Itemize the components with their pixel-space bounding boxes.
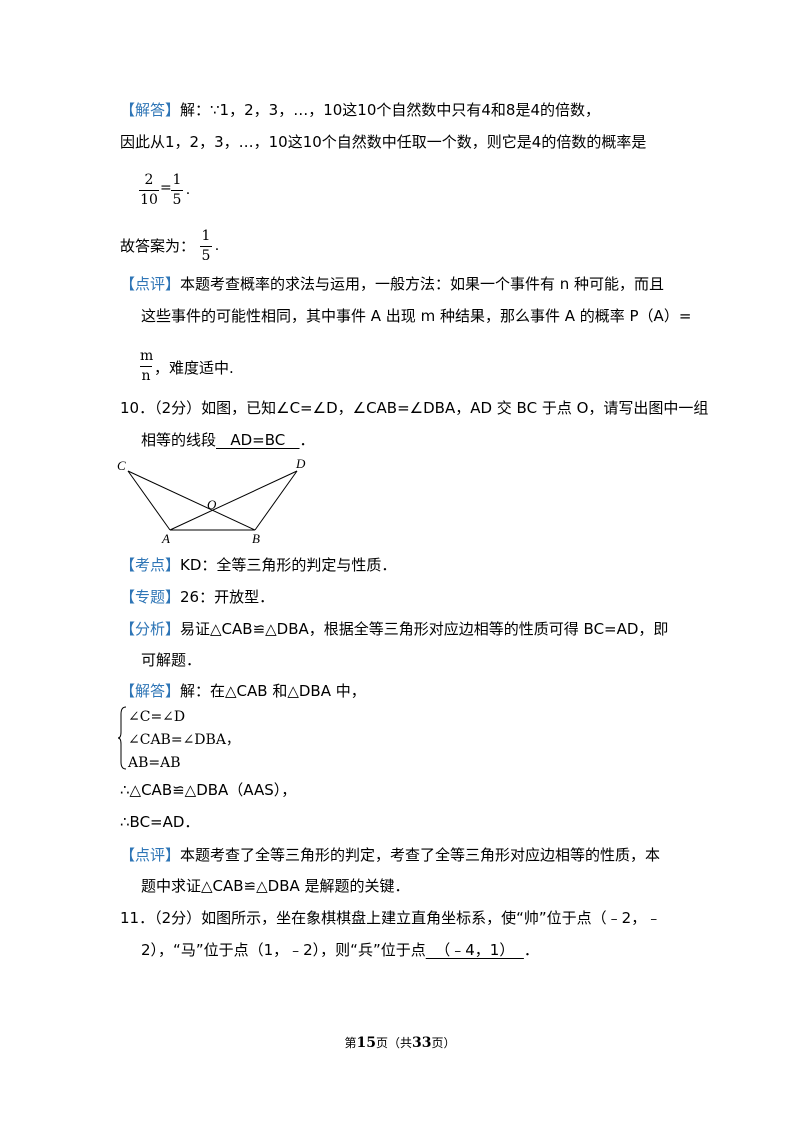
segment-BD — [254, 470, 298, 531]
q9-result-prefix: 故答案为： — [120, 237, 196, 255]
q10-figure: C D O A B — [117, 456, 306, 545]
fraction-bar — [139, 190, 159, 191]
label-O: O — [207, 497, 217, 512]
page-footer: 第15页（共33页） — [344, 1035, 456, 1051]
q11-answer: （﹣4，1） — [425, 941, 524, 959]
zhuanti-tag: 【专题】 — [120, 588, 181, 606]
fraction-denominator: 5 — [201, 248, 211, 264]
q10-comment-line2: 题中求证△CAB≌△DBA 是解题的关键． — [141, 877, 410, 895]
q9-comment-line2: 这些事件的可能性相同，其中事件 A 出现 m 种结果，那么事件 A 的概率 P（… — [141, 307, 692, 325]
q9-answer-line1: 【解答】解：∵1，2，3，…，10这10个自然数中只有4和8是4的倍数， — [120, 100, 600, 120]
segment-CB — [127, 470, 256, 531]
page-total: 33 — [412, 1035, 432, 1051]
q9-answer-line2: 因此从1，2，3，…，10这10个自然数中任取一个数，则它是4的倍数的概率是 — [120, 133, 647, 151]
page-number: 15 — [356, 1035, 376, 1051]
fraction-bar — [140, 366, 152, 367]
period: . — [214, 238, 220, 254]
q9-answer-text1: 解：∵1，2，3，…，10这10个自然数中只有4和8是4的倍数， — [180, 101, 600, 119]
q10-comment-line1: 【点评】本题考查了全等三角形的判定，考查了全等三角形对应边相等的性质，本 — [120, 846, 661, 864]
q9-comment-text1: 本题考查概率的求法与运用，一般方法：如果一个事件有 n 种可能，而且 — [180, 275, 665, 293]
fraction-denominator: 5 — [172, 192, 182, 208]
label-D: D — [295, 456, 306, 471]
q9-comment-line3: ，难度适中. — [154, 359, 234, 377]
q11-stem-line1: 11．（2分）如图所示，坐在象棋棋盘上建立直角坐标系，使“帅”位于点（﹣2，﹣ — [120, 909, 662, 927]
kaodian-tag: 【考点】 — [120, 556, 181, 574]
fraction-1-5: 1 5 — [171, 170, 183, 210]
fraction-numerator: 1 — [172, 172, 182, 188]
fraction-numerator: 2 — [144, 172, 154, 188]
comment-tag: 【点评】 — [120, 275, 181, 293]
q9-comment-line1: 【点评】本题考查概率的求法与运用，一般方法：如果一个事件有 n 种可能，而且 — [120, 274, 664, 294]
q10-fenxi-line1: 【分析】易证△CAB≌△DBA，根据全等三角形对应边相等的性质可得 BC=AD，… — [120, 620, 669, 638]
system-line-3: AB=AB — [128, 755, 181, 771]
q10-kaodian: 【考点】KD：全等三角形的判定与性质． — [120, 556, 397, 574]
label-B: B — [252, 531, 260, 545]
comment-tag: 【点评】 — [120, 846, 181, 864]
fraction-bar — [171, 190, 183, 191]
segment-CA — [127, 470, 171, 531]
jieda-tag: 【解答】 — [120, 682, 181, 700]
q10-answer: AD=BC — [216, 431, 300, 449]
q11-stem-line2: 2），“马”位于点（1，﹣2），则“兵”位于点 （﹣4，1） ． — [141, 941, 539, 959]
label-A: A — [161, 531, 170, 545]
fraction-numerator: m — [140, 348, 154, 364]
fraction-m-n: m n — [140, 346, 154, 386]
fraction-denominator: 10 — [140, 192, 158, 208]
q10-fenxi-line2: 可解题． — [141, 651, 202, 669]
fraction-bar — [200, 246, 212, 247]
answer-tag: 【解答】 — [120, 101, 181, 119]
q10-step1: ∴△CAB≌△DBA（AAS）， — [120, 781, 297, 799]
fraction-denominator: n — [141, 368, 151, 384]
q10-jieda: 【解答】解：在△CAB 和△DBA 中， — [120, 682, 366, 700]
fraction-numerator: 1 — [201, 228, 211, 244]
equals-sign: = — [160, 180, 172, 196]
label-C: C — [117, 458, 126, 473]
q10-step2: ∴BC=AD． — [120, 813, 200, 831]
system-brace — [118, 706, 127, 770]
fraction-2-10: 2 10 — [139, 170, 159, 210]
q10-zhuanti: 【专题】26：开放型． — [120, 588, 275, 606]
segment-AD — [169, 470, 298, 531]
fenxi-tag: 【分析】 — [120, 620, 181, 638]
result-fraction: 1 5 — [200, 226, 212, 266]
q10-stem-line2: 相等的线段 AD=BC ． — [141, 431, 315, 449]
system-line-2: ∠CAB=∠DBA， — [128, 732, 240, 748]
period: . — [185, 182, 191, 198]
q10-stem-line1: 10．（2分）如图，已知∠C=∠D，∠CAB=∠DBA，AD 交 BC 于点 O… — [120, 399, 709, 417]
system-line-1: ∠C=∠D — [128, 709, 186, 725]
